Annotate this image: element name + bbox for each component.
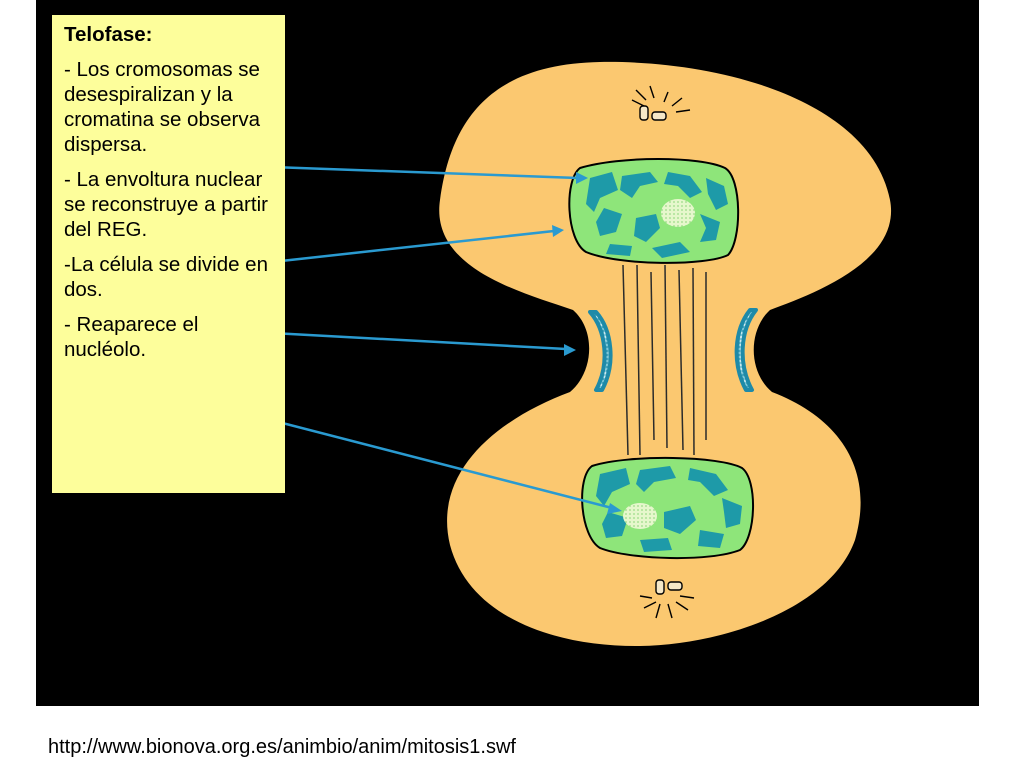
item-nucleolus: - Reaparece el nucléolo. <box>64 313 199 361</box>
centrosome-top <box>631 85 691 121</box>
contractile-ring-left <box>588 310 613 392</box>
item-cell-divides: -La célula se divide en dos. <box>64 253 268 301</box>
item-chromatin: - Los cromosomas se desespiralizan y la … <box>64 58 260 156</box>
nucleolus-bottom <box>623 503 657 529</box>
arrow-cell-divides <box>271 331 567 351</box>
item-nuclear-envelope: - La envoltura nuclear se reconstruye a … <box>64 168 268 241</box>
arrow-nuclear-envelope <box>271 229 555 264</box>
arrow-nucleolus <box>231 408 613 510</box>
arrow-chromatin <box>271 165 579 180</box>
source-link[interactable]: http://www.bionova.org.es/animbio/anim/m… <box>48 736 516 758</box>
spindle-fibers <box>622 264 707 456</box>
nucleus-bottom <box>581 456 754 560</box>
cytoplasm <box>439 61 892 647</box>
panel-title: Telofase: <box>64 23 153 46</box>
nucleolus-top <box>661 199 695 227</box>
centrosome-bottom <box>639 579 695 619</box>
chromatin-bottom <box>596 466 742 552</box>
chromatin-top <box>586 172 728 258</box>
nucleus-top <box>568 158 740 264</box>
description-panel: Telofase: - Los cromosomas se desespiral… <box>52 15 285 493</box>
pointer-arrows <box>231 165 622 514</box>
contractile-ring-right <box>734 308 758 392</box>
